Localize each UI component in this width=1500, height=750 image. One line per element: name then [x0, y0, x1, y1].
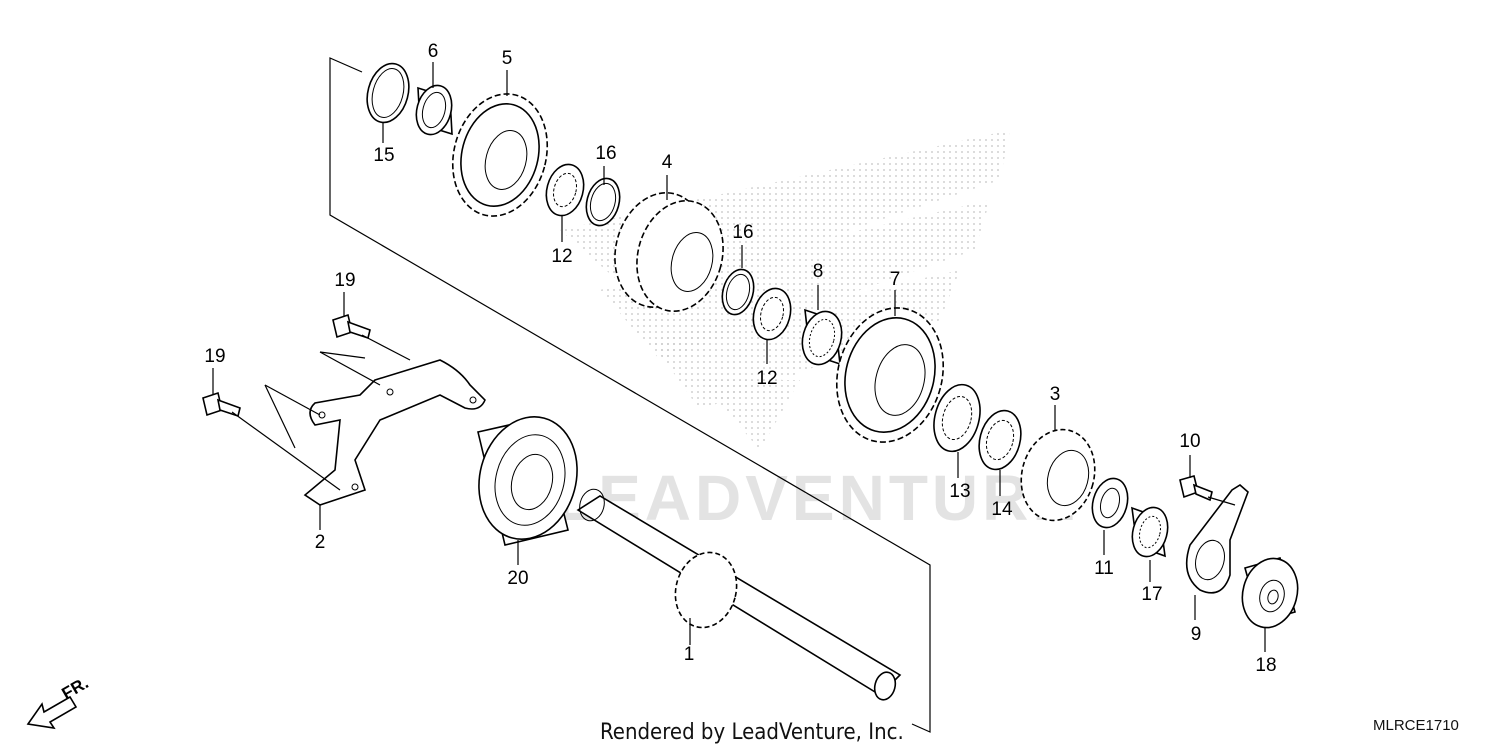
callout-17: 17 — [1141, 584, 1162, 605]
callout-6: 6 — [428, 41, 439, 62]
callout-13: 13 — [949, 481, 970, 502]
callout-12-lower: 12 — [756, 368, 777, 389]
callout-8: 8 — [813, 261, 824, 282]
callout-1: 1 — [684, 644, 695, 665]
callout-19-lower: 19 — [204, 346, 225, 367]
callout-11: 11 — [1094, 558, 1114, 579]
callout-20: 20 — [507, 568, 528, 589]
part-14-washer — [978, 409, 1022, 471]
part-19-bolt-lower — [202, 391, 241, 418]
part-18-bearing — [1241, 557, 1299, 629]
callout-14: 14 — [991, 499, 1013, 520]
callout-4: 4 — [662, 152, 673, 173]
part-17-needle-bearing — [1131, 506, 1169, 558]
diagram-code: MLRCE1710 — [1373, 717, 1459, 734]
front-label: FR. — [59, 673, 92, 703]
front-arrow-icon: FR. — [26, 673, 92, 730]
callout-19-upper: 19 — [334, 270, 355, 291]
callout-15: 15 — [373, 145, 394, 166]
part-12-washer-upper — [545, 163, 585, 217]
part-9-plate — [1185, 484, 1249, 594]
part-11-washer — [1091, 477, 1129, 529]
callout-9: 9 — [1191, 624, 1202, 645]
part-13-washer — [933, 383, 981, 453]
part-4-gear — [614, 192, 724, 312]
part-5-gear — [451, 93, 549, 217]
callout-7: 7 — [890, 269, 901, 290]
callout-12-upper: 12 — [551, 246, 572, 267]
leader-lines — [212, 62, 1266, 652]
part-16-snap-ring-upper — [585, 177, 621, 227]
part-16-snap-ring-lower — [721, 268, 755, 316]
part-3-gear — [1020, 428, 1096, 522]
part-20-bearing — [477, 416, 578, 546]
callout-16-upper: 16 — [595, 143, 616, 164]
part-8-needle-bearing — [801, 308, 843, 366]
part-7-gear — [835, 307, 945, 443]
callout-5: 5 — [502, 48, 513, 69]
assembly-bracket — [329, 57, 931, 733]
callout-3: 3 — [1050, 384, 1061, 405]
part-19-bolt-upper — [332, 313, 371, 340]
part-15-ring — [366, 62, 410, 124]
part-2-stopper-plate — [303, 359, 486, 506]
callout-labels: 1 2 3 4 5 6 7 8 9 10 11 12 12 13 14 15 1… — [204, 41, 1276, 676]
callout-18: 18 — [1255, 655, 1276, 676]
callout-10: 10 — [1179, 431, 1200, 452]
part-1-mainshaft — [576, 488, 902, 701]
callout-16-lower: 16 — [732, 222, 753, 243]
part-10-bolt — [1179, 475, 1213, 502]
part-12-washer-lower — [752, 287, 792, 341]
footer-credit: Rendered by LeadVenture, Inc. — [600, 720, 904, 745]
callout-2: 2 — [315, 532, 326, 553]
part-6-collar — [415, 84, 453, 136]
